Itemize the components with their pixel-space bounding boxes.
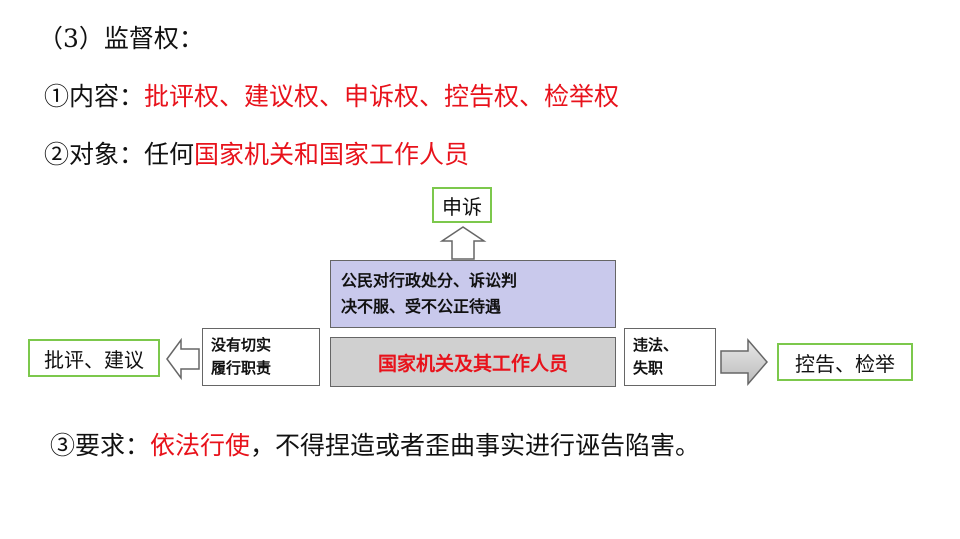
arrow-right-icon — [720, 337, 768, 387]
target-label: ②对象： — [44, 140, 145, 169]
target-line: ②对象：任何国家机关和国家工作人员 — [44, 140, 469, 170]
requirement-rest: ，不得捏造或者歪曲事实进行诬告陷害。 — [250, 431, 701, 460]
right-reason-line-1: 违法、 — [633, 335, 679, 354]
criticism-box: 批评、建议 — [28, 339, 160, 377]
right-reason-line-2: 失职 — [633, 359, 664, 377]
requirement-emphasis: 依法行使 — [150, 431, 251, 460]
requirement-label: ③要求： — [50, 431, 151, 460]
target-prefix: 任何 — [144, 140, 195, 169]
left-reason-line-1: 没有切实 — [211, 335, 272, 354]
requirement-line: ③要求：依法行使，不得捏造或者歪曲事实进行诬告陷害。 — [50, 431, 700, 461]
state-organ-label: 国家机关及其工作人员 — [377, 352, 568, 375]
appeal-label: 申诉 — [442, 194, 482, 219]
appeal-box: 申诉 — [432, 187, 492, 223]
grievance-box: 公民对行政处分、诉讼判 决不服、受不公正待遇 — [330, 260, 616, 328]
content-line: ①内容：批评权、建议权、申诉权、控告权、检举权 — [44, 82, 619, 112]
left-reason-box: 没有切实 履行职责 — [202, 328, 320, 386]
grievance-line-1: 公民对行政处分、诉讼判 — [341, 271, 518, 291]
right-reason-box: 违法、 失职 — [624, 328, 716, 386]
content-label: ①内容： — [44, 82, 145, 111]
criticism-label: 批评、建议 — [44, 347, 144, 372]
arrow-up-icon — [439, 226, 487, 260]
arrow-left-icon — [166, 337, 200, 381]
left-reason-line-2: 履行职责 — [211, 359, 272, 377]
accusation-label: 控告、检举 — [795, 351, 895, 376]
accusation-box: 控告、检举 — [777, 343, 913, 381]
section-heading: （3）监督权： — [38, 24, 204, 53]
target-emphasis: 国家机关和国家工作人员 — [194, 140, 470, 169]
content-items: 批评权、建议权、申诉权、控告权、检举权 — [144, 82, 620, 111]
grievance-line-2: 决不服、受不公正待遇 — [341, 297, 502, 316]
state-organ-box: 国家机关及其工作人员 — [330, 337, 616, 387]
